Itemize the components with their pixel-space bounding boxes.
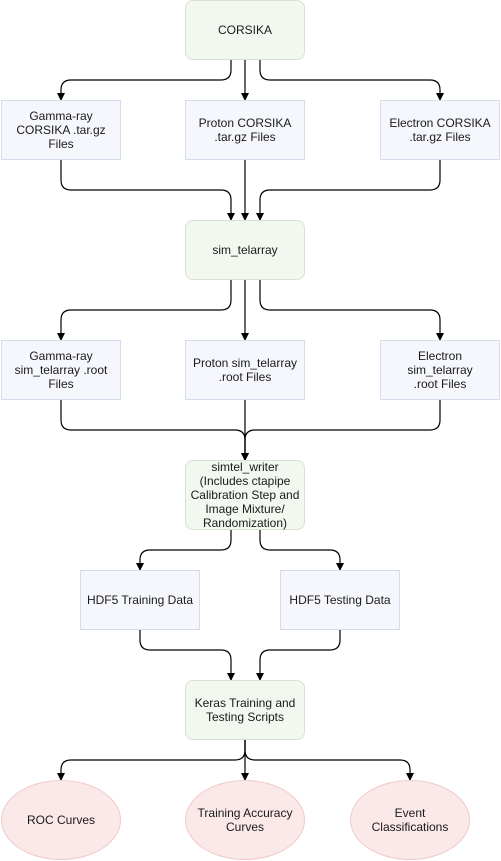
- electron-sim-root-files-node[interactable]: Electron sim_telarray .root Files: [380, 340, 500, 400]
- proton-sim-root-files-label: Proton sim_telarray .root Files: [192, 356, 298, 384]
- edge-training-keras: [139, 630, 235, 681]
- keras-scripts-label: Keras Training and Testing Scripts: [194, 696, 296, 724]
- gamma-sim-root-files-node[interactable]: Gamma-ray sim_telarray .root Files: [1, 340, 121, 400]
- simtel-writer-label: simtel_writer (Includes ctapipe Calibrat…: [190, 460, 300, 530]
- edge-corsika-electron: [259, 60, 444, 101]
- proton-sim-root-files-node[interactable]: Proton sim_telarray .root Files: [185, 340, 305, 400]
- electron-corsika-files-node[interactable]: Electron CORSIKA .tar.gz Files: [380, 100, 500, 160]
- electron-sim-root-files-label: Electron sim_telarray .root Files: [407, 349, 473, 391]
- edge-keras-roc: [57, 740, 246, 781]
- gamma-corsika-files-node[interactable]: Gamma-ray CORSIKA .tar.gz Files: [1, 100, 121, 160]
- proton-corsika-files-node[interactable]: Proton CORSIKA .tar.gz Files: [185, 100, 305, 160]
- edge-testing-keras: [256, 630, 341, 681]
- edge-gamma-simtelarray: [60, 160, 235, 221]
- electron-corsika-files-label: Electron CORSIKA .tar.gz Files: [389, 116, 491, 144]
- edge-simtelarray-gamma: [57, 280, 232, 341]
- hdf5-testing-data-label: HDF5 Testing Data: [289, 593, 391, 607]
- sim-telarray-node[interactable]: sim_telarray: [185, 220, 305, 280]
- corsika-label: CORSIKA: [217, 23, 272, 37]
- edge-simtelarray-electron: [259, 280, 444, 341]
- gamma-corsika-files-label: Gamma-ray CORSIKA .tar.gz Files: [16, 109, 106, 151]
- simtel-writer-node[interactable]: simtel_writer (Includes ctapipe Calibrat…: [185, 460, 305, 530]
- edge-writer-testing: [259, 530, 344, 571]
- event-classifications-label: Event Classifications: [371, 806, 449, 834]
- roc-curves-node[interactable]: ROC Curves: [1, 780, 121, 860]
- edge-gamma-root-writer: [60, 400, 249, 461]
- hdf5-training-data-node[interactable]: HDF5 Training Data: [80, 570, 200, 630]
- gamma-sim-root-files-label: Gamma-ray sim_telarray .root Files: [14, 349, 108, 391]
- hdf5-training-data-label: HDF5 Training Data: [86, 593, 194, 607]
- keras-scripts-node[interactable]: Keras Training and Testing Scripts: [185, 680, 305, 740]
- edge-keras-classifications: [244, 740, 414, 781]
- roc-curves-label: ROC Curves: [26, 813, 95, 827]
- proton-corsika-files-label: Proton CORSIKA .tar.gz Files: [198, 116, 292, 144]
- training-accuracy-curves-node[interactable]: Training Accuracy Curves: [185, 780, 305, 860]
- edge-electron-root-writer: [241, 400, 441, 461]
- training-accuracy-curves-label: Training Accuracy Curves: [197, 806, 293, 834]
- corsika-node[interactable]: CORSIKA: [185, 0, 305, 60]
- event-classifications-node[interactable]: Event Classifications: [350, 780, 470, 860]
- sim-telarray-label: sim_telarray: [212, 243, 278, 257]
- edge-corsika-gamma: [57, 60, 232, 101]
- hdf5-testing-data-node[interactable]: HDF5 Testing Data: [280, 570, 400, 630]
- edge-electron-simtelarray: [256, 160, 441, 221]
- edge-writer-training: [136, 530, 232, 571]
